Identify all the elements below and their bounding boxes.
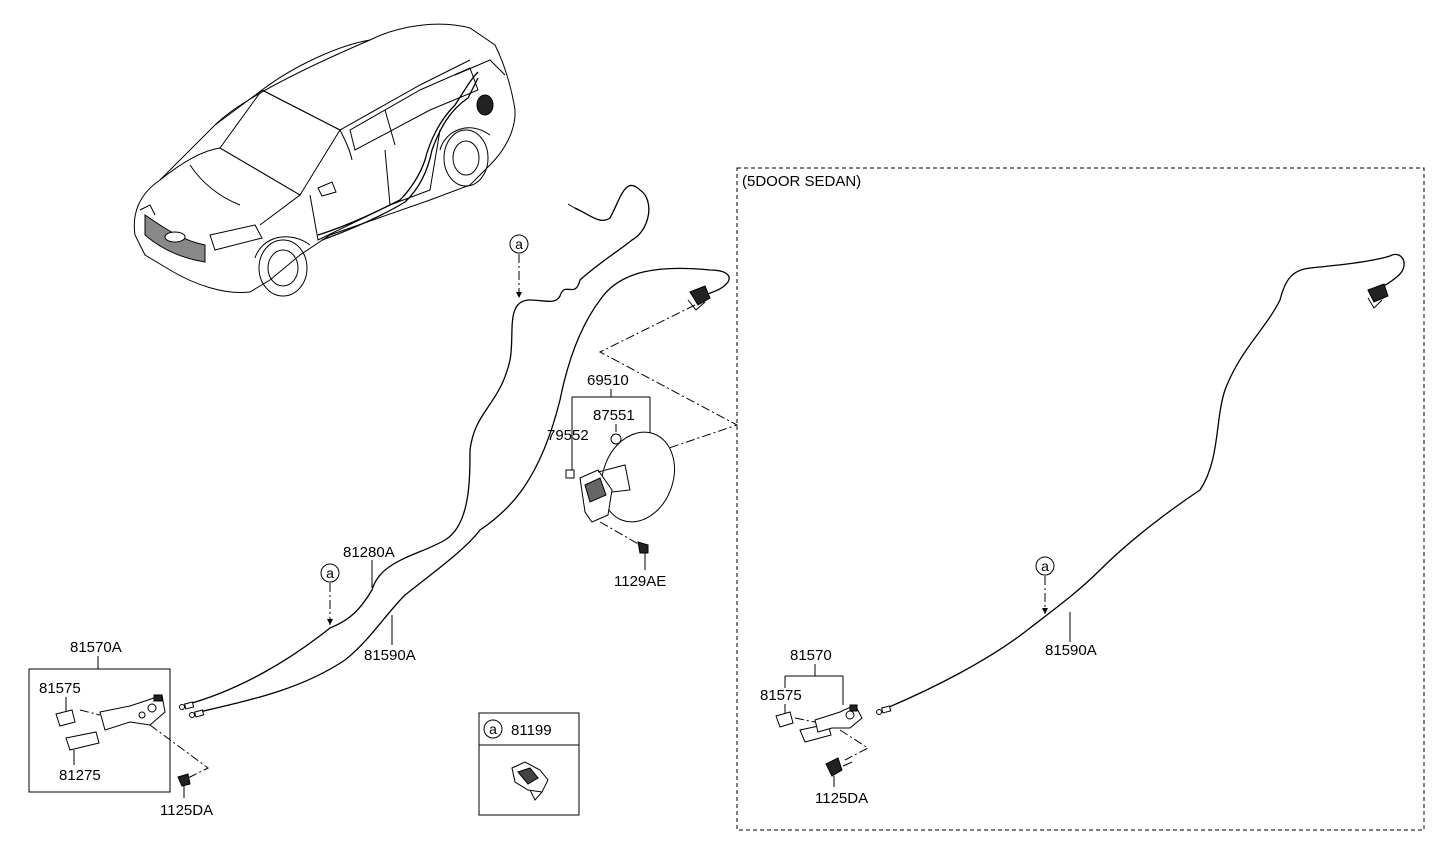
cable-81590A-right bbox=[881, 253, 1405, 711]
latch-assembly-left: 81570A 81575 81275 1125DA bbox=[28, 639, 213, 819]
section-5door-sedan: (5DOOR SEDAN) a 81590A 81570 81575 bbox=[736, 167, 1425, 831]
label-79552: 79552 bbox=[547, 427, 589, 444]
label-81590A-left: 81590A bbox=[364, 647, 416, 664]
inset-81199: a 81199 bbox=[478, 712, 580, 816]
ref-marker-a-left: a bbox=[320, 563, 340, 625]
cable-end-right bbox=[876, 705, 892, 715]
label-1125DA-left: 1125DA bbox=[160, 802, 213, 819]
svg-text:a: a bbox=[326, 565, 334, 581]
label-81570: 81570 bbox=[790, 647, 832, 664]
svg-text:a: a bbox=[515, 236, 523, 252]
label-87551: 87551 bbox=[593, 407, 635, 424]
ref-marker-a-right: a bbox=[1035, 556, 1055, 614]
cable-81280A bbox=[184, 184, 650, 706]
label-81575-right: 81575 bbox=[760, 687, 802, 704]
fuel-filler-assembly: 69510 87551 79552 1129AE bbox=[547, 304, 739, 590]
label-69510: 69510 bbox=[587, 372, 629, 389]
label-81590A-right: 81590A bbox=[1045, 642, 1097, 659]
label-81280A: 81280A bbox=[343, 544, 395, 561]
svg-text:a: a bbox=[489, 721, 497, 737]
cable-connector-top bbox=[687, 285, 711, 311]
label-81275: 81275 bbox=[59, 767, 101, 784]
section-title: (5DOOR SEDAN) bbox=[742, 173, 861, 190]
label-81575-left: 81575 bbox=[39, 680, 81, 697]
label-81570A: 81570A bbox=[70, 639, 122, 656]
cable-end-left bbox=[179, 701, 205, 718]
svg-text:a: a bbox=[1041, 558, 1049, 574]
label-1125DA-right: 1125DA bbox=[815, 790, 868, 807]
cable-81590A-left bbox=[194, 267, 730, 714]
car-illustration bbox=[133, 23, 516, 297]
cable-connector-right bbox=[1367, 283, 1389, 309]
ref-marker-a-top: a bbox=[509, 234, 529, 298]
label-81199: 81199 bbox=[511, 722, 552, 739]
label-1129AE: 1129AE bbox=[614, 573, 666, 590]
